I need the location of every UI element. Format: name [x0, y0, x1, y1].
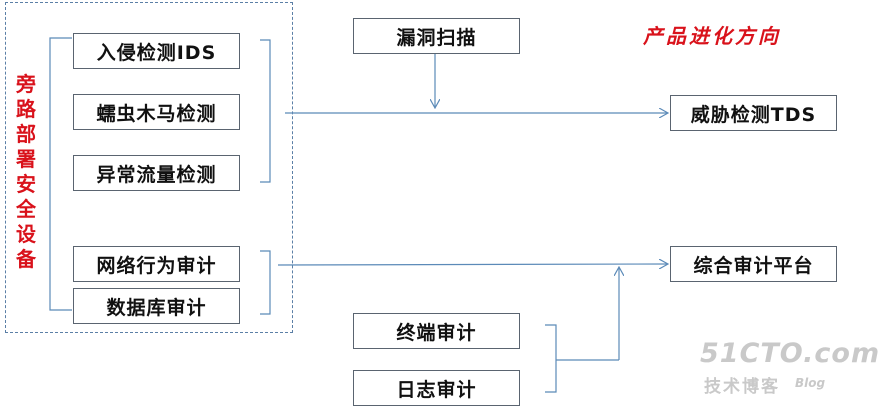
audit-inputs-bracket: [545, 324, 557, 393]
terminal-audit-box[interactable]: 终端审计: [353, 313, 520, 349]
left-brace: [49, 37, 72, 311]
watermark-sub: 技术博客: [704, 377, 780, 397]
worm-trojan-box[interactable]: 蠕虫木马检测: [73, 94, 240, 130]
connector-lines: [49, 37, 839, 393]
bottom-group-bracket: [260, 250, 271, 315]
ids-box[interactable]: 入侵检测IDS: [73, 33, 240, 69]
log-audit-box[interactable]: 日志审计: [353, 370, 520, 406]
arrow-to-audit-platform: [277, 264, 667, 265]
group-label: 旁路部署安全设备: [16, 72, 36, 271]
top-group-bracket: [260, 39, 271, 183]
traffic-anomaly-box[interactable]: 异常流量检测: [73, 155, 240, 191]
bypass-devices-frame: [5, 2, 293, 333]
watermark-blog: Blog: [795, 376, 826, 390]
audit-platform-box[interactable]: 综合审计平台: [670, 246, 837, 282]
tds-box[interactable]: 威胁检测TDS: [670, 95, 837, 131]
vuln-scan-box[interactable]: 漏洞扫描: [353, 18, 520, 54]
watermark-site: 51CTO.com: [700, 338, 880, 369]
network-audit-box[interactable]: 网络行为审计: [73, 246, 240, 282]
diagram-title: 产品进化方向: [643, 24, 781, 48]
database-audit-box[interactable]: 数据库审计: [73, 288, 240, 324]
